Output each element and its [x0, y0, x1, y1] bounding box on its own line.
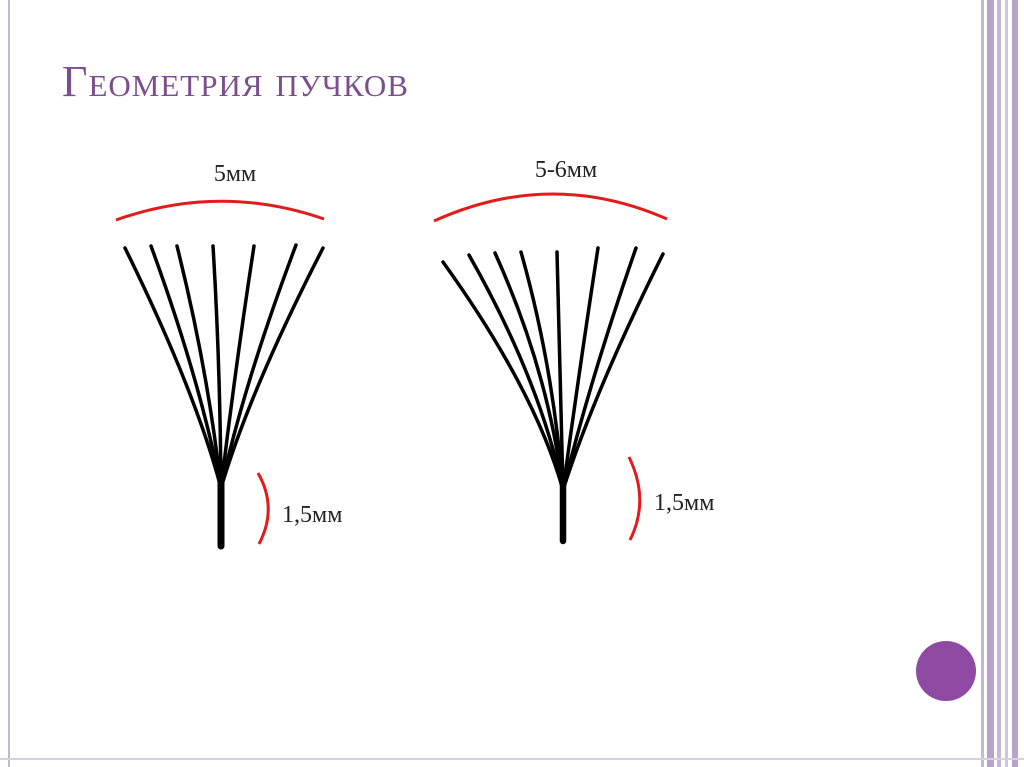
fiber: [219, 244, 256, 490]
bundle-narrow: 5мм 1,5мм: [115, 161, 342, 550]
fiber: [441, 260, 565, 492]
frame-right-band: [981, 0, 984, 767]
fiber: [219, 246, 325, 490]
frame-right-band: [987, 0, 994, 767]
base-bracket: [627, 456, 642, 541]
base-bracket: [256, 472, 270, 545]
frame-bottom-rule: [0, 758, 1024, 760]
base-length-label: 1,5мм: [654, 490, 714, 516]
frame-right-band: [1012, 0, 1018, 767]
frame-left-rule: [8, 0, 10, 767]
slide-title: Геометрия пучков: [62, 57, 409, 106]
fiber: [219, 243, 298, 490]
fiber: [175, 244, 223, 490]
base-length-label: 1,5мм: [282, 502, 342, 528]
fiber: [211, 244, 223, 490]
fiber-group: [441, 246, 665, 545]
frame-right-band: [1005, 0, 1008, 767]
purple-circle-icon: [916, 641, 976, 701]
fiber: [561, 252, 665, 492]
fiber: [123, 246, 223, 490]
width-bracket: [433, 192, 668, 223]
fiber: [555, 250, 565, 492]
fiber: [561, 246, 638, 492]
width-label: 5-6мм: [535, 157, 597, 183]
fiber-group: [123, 243, 325, 550]
frame-right-band: [997, 0, 1001, 767]
fiber: [467, 253, 565, 492]
bundle-wide: 5-6мм 1,5мм: [433, 157, 714, 545]
fiber: [561, 246, 600, 492]
fiber: [149, 244, 223, 490]
width-bracket: [115, 199, 325, 222]
width-label: 5мм: [214, 161, 256, 187]
fiber: [519, 250, 565, 492]
